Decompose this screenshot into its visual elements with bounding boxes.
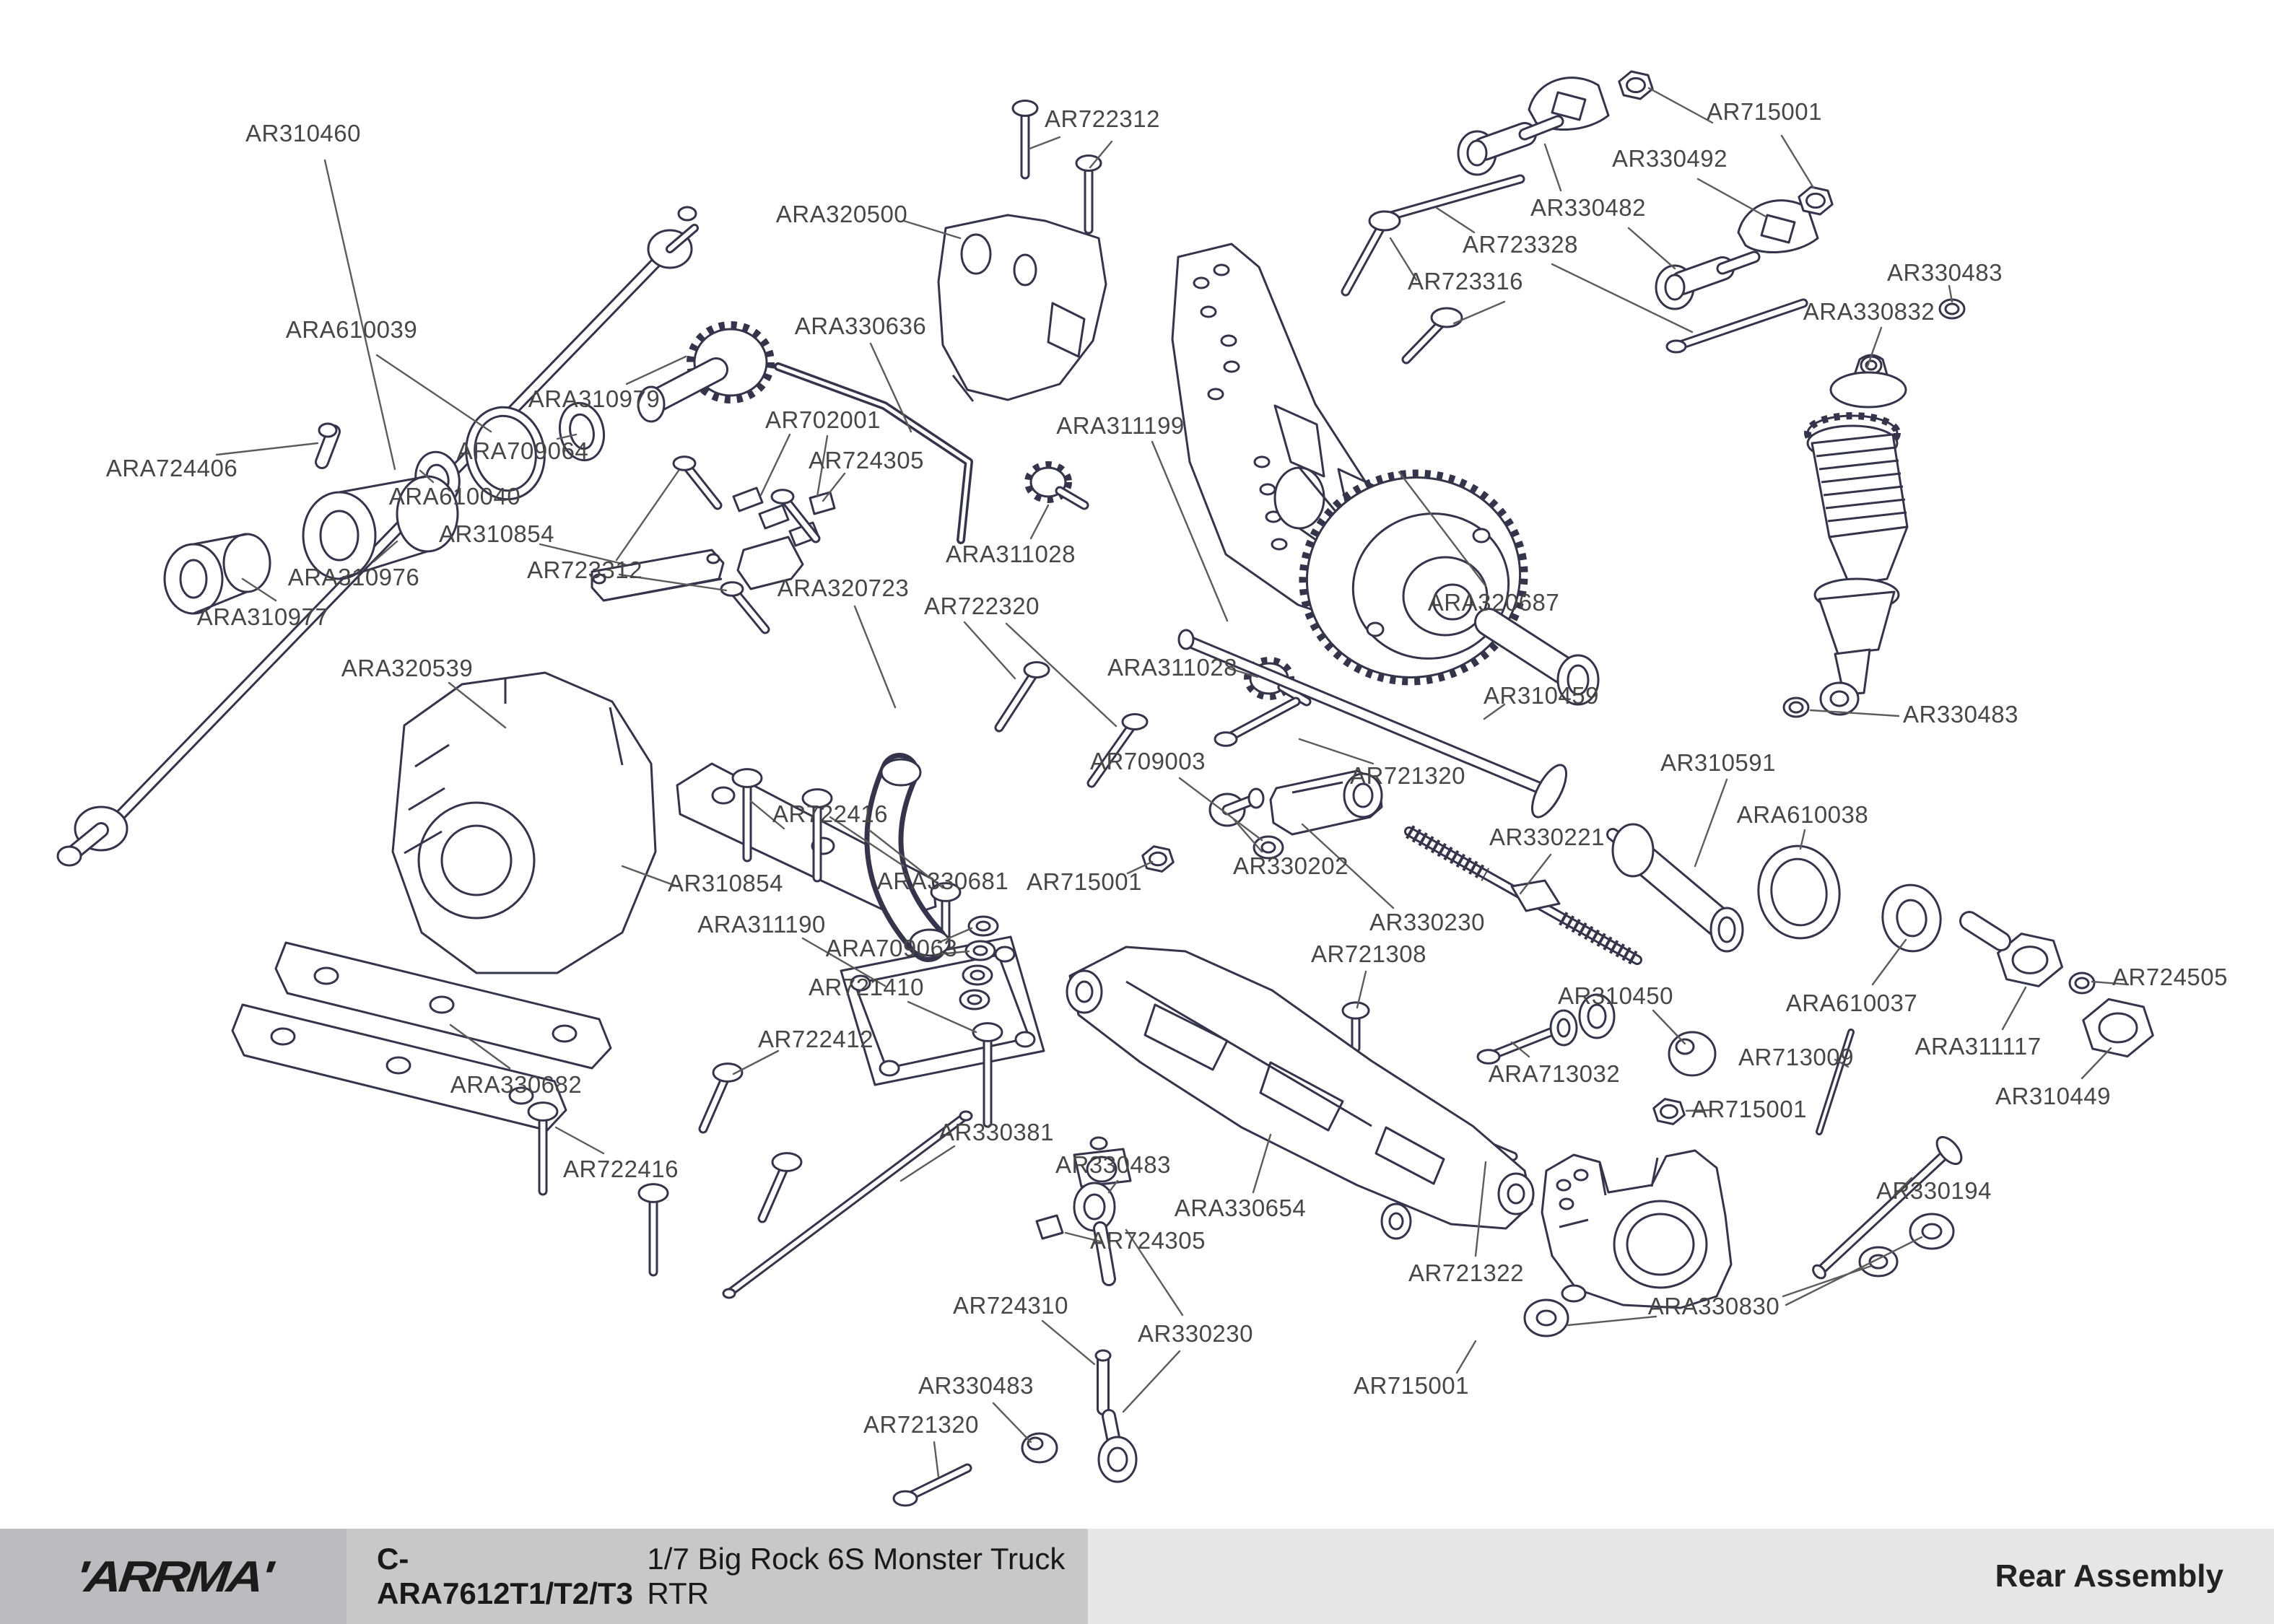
document-code: C-ARA7612T1/T2/T3 (377, 1542, 633, 1610)
footer-bar: 'ARRMA' C-ARA7612T1/T2/T3 1/7 Big Rock 6… (0, 1529, 2274, 1624)
document-title: 1/7 Big Rock 6S Monster Truck RTR (647, 1542, 1066, 1610)
section-title-panel: Rear Assembly (1088, 1529, 2274, 1624)
section-title: Rear Assembly (1995, 1558, 2223, 1594)
arrma-logo-text: 'ARRMA' (73, 1551, 274, 1602)
document-title-panel: C-ARA7612T1/T2/T3 1/7 Big Rock 6S Monste… (347, 1529, 1088, 1624)
arrma-logo: 'ARRMA' (0, 1529, 347, 1624)
